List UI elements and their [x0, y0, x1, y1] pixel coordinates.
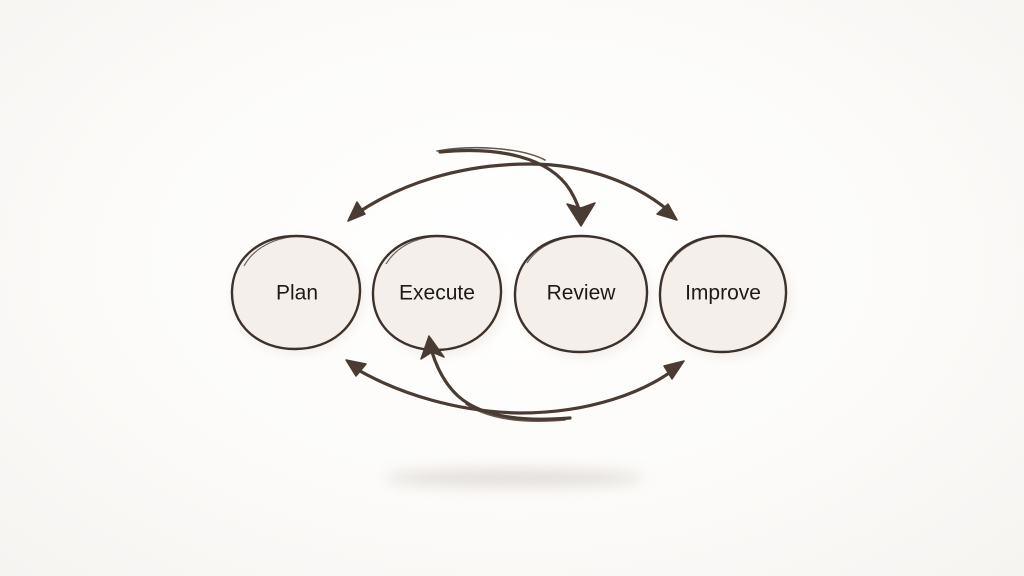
- ground-shadow: [384, 469, 644, 487]
- node-execute: Execute: [371, 234, 504, 354]
- top-arc-arrow: [347, 162, 678, 222]
- node-plan: Plan: [230, 234, 362, 352]
- top-arrow-into-review: [436, 146, 596, 227]
- node-label-review: Review: [547, 282, 617, 305]
- node-label-improve: Improve: [685, 282, 761, 305]
- bottom-arrow-into-execute: [420, 335, 572, 423]
- node-improve: Improve: [658, 234, 789, 356]
- node-label-plan: Plan: [276, 282, 318, 305]
- node-review: Review: [513, 234, 650, 356]
- node-label-execute: Execute: [399, 282, 475, 305]
- bottom-arc-arrow: [345, 359, 685, 415]
